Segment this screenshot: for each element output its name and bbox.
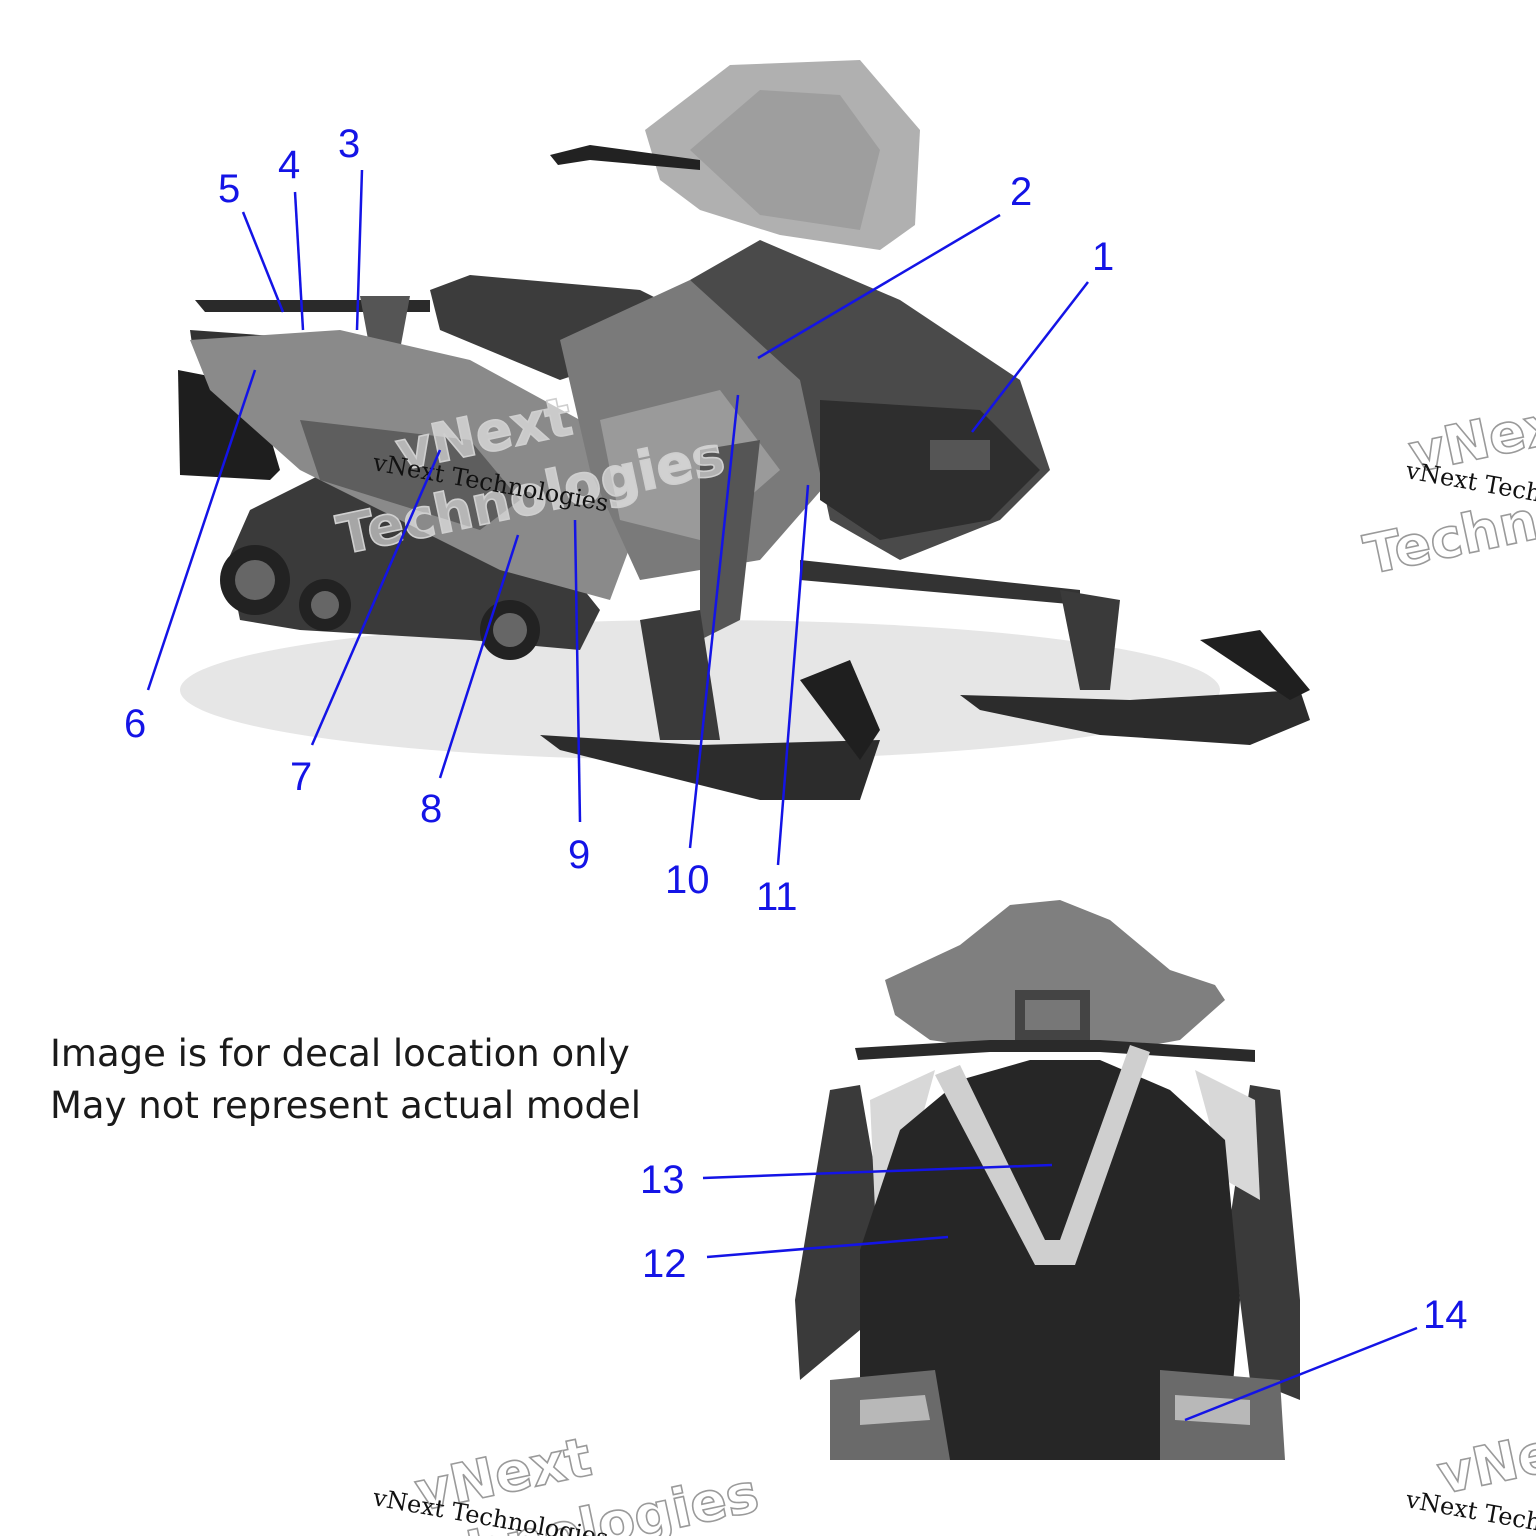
callout-1: 1 (1092, 235, 1114, 279)
leader-line-8 (438, 534, 520, 779)
leader-line-3 (355, 169, 364, 331)
callout-7: 7 (290, 755, 312, 799)
disclaimer-note: Image is for decal location only May not… (50, 1028, 641, 1132)
callout-3: 3 (338, 122, 360, 166)
disclaimer-line-1: Image is for decal location only (50, 1032, 630, 1075)
snowmobile-front-view (795, 900, 1300, 1460)
leader-line-13 (702, 1163, 1053, 1180)
leader-line-5 (241, 211, 285, 313)
leader-line-14 (1184, 1326, 1418, 1422)
callout-13: 13 (640, 1158, 685, 1202)
snowmobile-side-view (178, 60, 1310, 800)
callout-5: 5 (218, 167, 240, 211)
leader-line-4 (293, 191, 305, 331)
callout-11: 11 (756, 875, 798, 919)
leader-line-2 (757, 213, 1001, 360)
leader-line-11 (776, 484, 810, 866)
callout-14: 14 (1423, 1293, 1468, 1337)
leader-line-7 (310, 449, 442, 746)
callout-12: 12 (642, 1242, 687, 1286)
callout-labels: 1 2 3 4 5 6 7 8 9 10 11 12 13 14 (124, 122, 1468, 1337)
leader-line-12 (706, 1235, 949, 1259)
callout-2: 2 (1010, 170, 1032, 214)
leader-line-6 (146, 369, 257, 691)
disclaimer-line-2: May not represent actual model (50, 1084, 642, 1127)
leader-line-9 (573, 519, 582, 823)
leader-line-10 (688, 394, 740, 849)
leader-lines (146, 169, 1418, 1422)
callout-8: 8 (420, 787, 442, 831)
callout-9: 9 (568, 833, 590, 877)
callout-4: 4 (278, 143, 300, 187)
callout-6: 6 (124, 702, 146, 746)
leader-line-1 (971, 281, 1089, 433)
callout-10: 10 (665, 858, 710, 902)
